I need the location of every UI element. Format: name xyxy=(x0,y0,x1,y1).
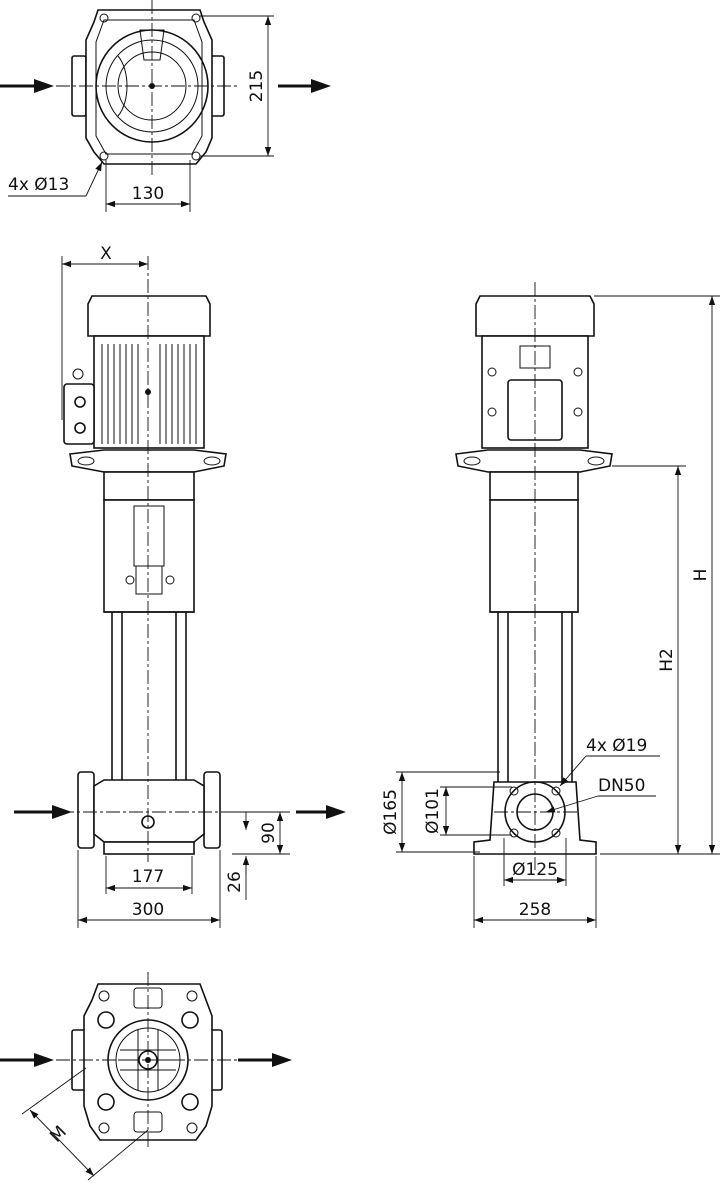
dim-pump-height-label: H2 xyxy=(657,648,677,672)
flow-arrow-in xyxy=(14,805,72,819)
dim-flange-outer-label: Ø165 xyxy=(381,789,401,835)
dim-base-width-label: 258 xyxy=(519,900,551,920)
flange-holes-label: 4x Ø19 xyxy=(586,736,647,756)
dim-flange-span-label: 300 xyxy=(132,900,164,920)
dim-inlet-height-label: 90 xyxy=(259,822,279,844)
dim-width-label: 130 xyxy=(132,184,164,204)
front-view: X xyxy=(14,244,346,928)
bottom-view: M xyxy=(0,972,292,1181)
top-view: 215 130 4x Ø13 xyxy=(0,0,331,212)
dim-foot-span-label: 177 xyxy=(132,867,164,887)
flow-arrow-out xyxy=(278,79,331,93)
dim-x-label: X xyxy=(100,244,112,264)
flow-arrow-out xyxy=(296,805,346,819)
dim-total-height-label: H xyxy=(691,569,711,582)
dim-depth-label: 215 xyxy=(247,70,267,102)
flow-arrow-out xyxy=(238,1053,292,1067)
nominal-diameter-label: DN50 xyxy=(598,776,645,796)
dim-bolt-circle-label: Ø125 xyxy=(512,860,558,880)
dim-flange-inner-label: Ø101 xyxy=(423,788,443,834)
dim-base-height-label: 26 xyxy=(225,871,245,893)
flow-arrow-in xyxy=(0,79,54,93)
side-view: H H2 Ø165 Ø101 4x Ø19 DN50 Ø125 258 xyxy=(381,282,720,928)
dim-diagonal-label: M xyxy=(46,1122,71,1147)
holes-label: 4x Ø13 xyxy=(8,175,69,195)
flow-arrow-in xyxy=(0,1053,54,1067)
